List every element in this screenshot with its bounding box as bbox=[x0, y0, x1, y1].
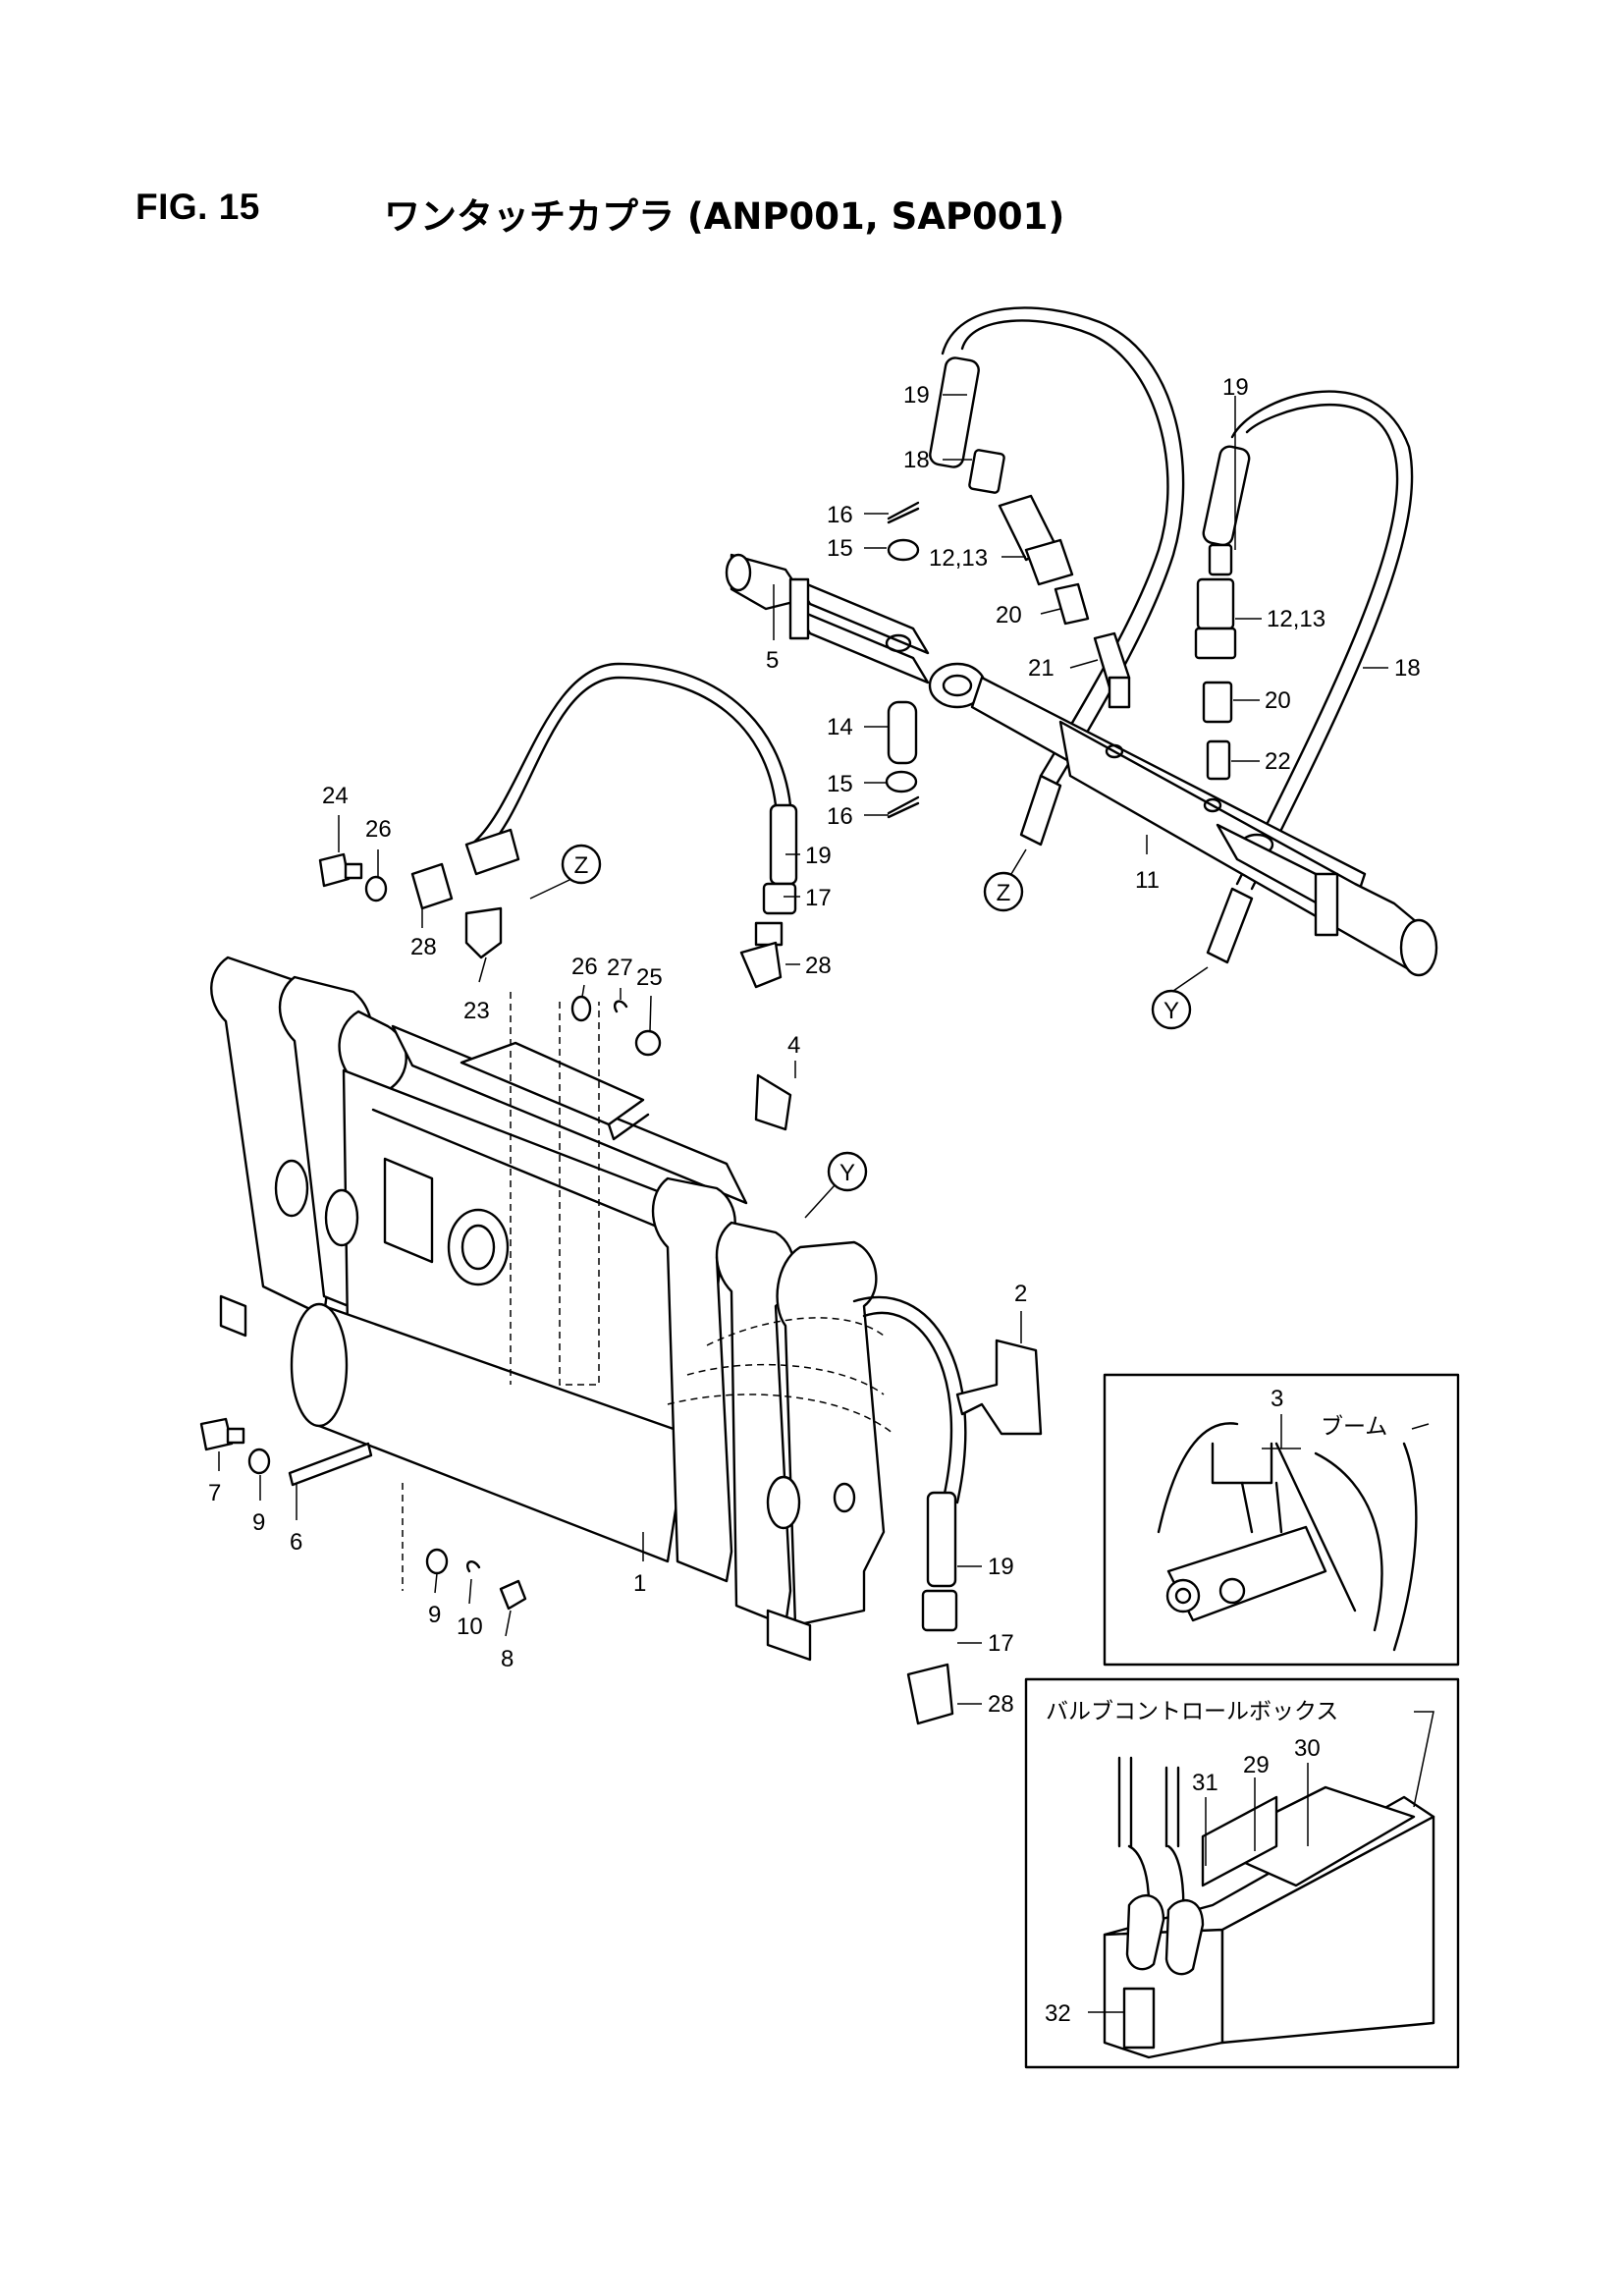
callout-32: 32 bbox=[1045, 2000, 1071, 2027]
leader-lines bbox=[218, 394, 1434, 2013]
callout-28-mid-left: 28 bbox=[805, 953, 832, 979]
callout-16-lower: 16 bbox=[827, 803, 853, 830]
connector-z-lower bbox=[983, 871, 1024, 912]
callout-12-13-left: 12,13 bbox=[929, 545, 988, 572]
callout-3: 3 bbox=[1271, 1386, 1283, 1412]
connector-y-right-label: Y bbox=[1163, 998, 1179, 1024]
inset-valve-control-box bbox=[1024, 1677, 1460, 2069]
callout-18-right: 18 bbox=[1394, 655, 1421, 682]
callout-11: 11 bbox=[1135, 867, 1160, 894]
connector-markers: Z Z Y Y bbox=[529, 844, 1209, 1219]
callout-20-left: 20 bbox=[996, 602, 1022, 629]
connector-y-left-label: Y bbox=[839, 1160, 855, 1186]
boom-label: ブーム bbox=[1321, 1414, 1387, 1440]
shaft-assembly bbox=[725, 553, 1438, 977]
callout-6: 6 bbox=[290, 1529, 302, 1556]
connector-y-left bbox=[827, 1151, 868, 1192]
callout-31: 31 bbox=[1192, 1770, 1218, 1796]
callout-19-mid-left: 19 bbox=[805, 843, 832, 869]
figure-number: FIG. 15 bbox=[135, 187, 260, 227]
fittings bbox=[199, 494, 1237, 1611]
inset-boom-detail bbox=[1103, 1373, 1460, 1667]
callout-25: 25 bbox=[636, 964, 663, 991]
callout-9-left: 9 bbox=[252, 1509, 265, 1536]
callout-16-upper: 16 bbox=[827, 502, 853, 528]
callout-30: 30 bbox=[1294, 1735, 1321, 1762]
callout-23: 23 bbox=[463, 998, 490, 1024]
callout-1: 1 bbox=[633, 1570, 646, 1597]
callout-12-13-right: 12,13 bbox=[1267, 606, 1325, 632]
callout-19-top-right: 19 bbox=[1222, 374, 1249, 401]
callout-9-lower: 9 bbox=[428, 1602, 441, 1628]
callout-21: 21 bbox=[1028, 655, 1055, 682]
callout-7: 7 bbox=[208, 1480, 221, 1506]
callout-27: 27 bbox=[607, 955, 633, 981]
connector-z-upper-label: Z bbox=[574, 852, 589, 879]
callout-2: 2 bbox=[1014, 1281, 1027, 1307]
coupler-frame bbox=[210, 956, 894, 1662]
connector-z-lower-label: Z bbox=[997, 880, 1011, 906]
callout-labels: 19 18 16 15 12,13 20 21 5 14 15 16 19 12… bbox=[208, 374, 1421, 2027]
hydraulic-hoses bbox=[469, 306, 1414, 1725]
valve-control-box-label: バルブコントロールボックス bbox=[1046, 1699, 1338, 1724]
callout-15-upper: 15 bbox=[827, 535, 853, 562]
callout-17-bottom: 17 bbox=[988, 1630, 1014, 1657]
callout-28-left: 28 bbox=[410, 934, 437, 960]
callout-14: 14 bbox=[827, 714, 853, 740]
callout-24: 24 bbox=[322, 783, 349, 809]
callout-19-top-left: 19 bbox=[903, 382, 930, 409]
callout-15-lower: 15 bbox=[827, 771, 853, 797]
callout-8: 8 bbox=[501, 1646, 514, 1672]
callout-17-mid-left: 17 bbox=[805, 885, 832, 911]
callout-29: 29 bbox=[1243, 1752, 1270, 1778]
connector-z-upper bbox=[561, 844, 602, 885]
callout-10: 10 bbox=[457, 1613, 483, 1640]
figure-title: ワンタッチカプラ (ANP001, SAP001) bbox=[384, 195, 1065, 238]
callout-19-bottom: 19 bbox=[988, 1554, 1014, 1580]
connector-y-right bbox=[1151, 989, 1192, 1030]
callout-26-right: 26 bbox=[571, 954, 598, 980]
callout-28-bottom: 28 bbox=[988, 1691, 1014, 1718]
callout-20-right: 20 bbox=[1265, 687, 1291, 714]
callout-5: 5 bbox=[766, 647, 779, 674]
callout-22: 22 bbox=[1265, 748, 1291, 775]
callout-18-top-left: 18 bbox=[903, 447, 930, 473]
callout-4: 4 bbox=[787, 1032, 800, 1059]
callout-26-left: 26 bbox=[365, 816, 392, 843]
